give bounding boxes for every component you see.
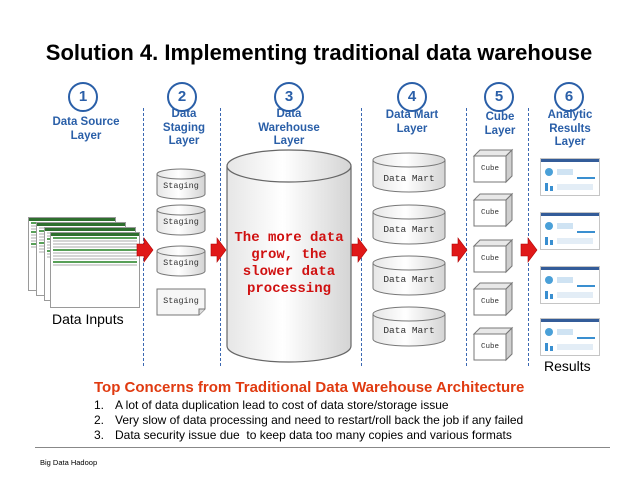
- staging-cylinder: [156, 245, 206, 277]
- layer-number-1: 1: [68, 82, 98, 112]
- footer-divider: [35, 447, 610, 448]
- staging-cylinder: [156, 168, 206, 200]
- layer-number-6: 6: [554, 82, 584, 112]
- layer-label-1: Data Source Layer: [52, 116, 120, 142]
- concern-number-2: 2.: [94, 413, 105, 427]
- cube-shape: [472, 281, 514, 317]
- cube-shape: [472, 148, 514, 184]
- flow-arrow: [210, 237, 227, 263]
- layer-number-3: 3: [274, 82, 304, 112]
- layer-label-6: Analytic Results Layer: [547, 109, 593, 148]
- page-title: Solution 4. Implementing traditional dat…: [45, 40, 593, 65]
- result-dashboard-thumbnail: [540, 158, 600, 196]
- layer-divider: [361, 108, 362, 366]
- layer-label-3: Data Warehouse Layer: [258, 108, 320, 147]
- results-label: Results: [544, 358, 591, 374]
- layer-divider: [143, 108, 144, 366]
- cube-shape: [472, 192, 514, 228]
- layer-label-5: Cube Layer: [484, 111, 516, 137]
- footer-text: Big Data Hadoop: [40, 458, 98, 467]
- cube-shape: [472, 326, 514, 362]
- concern-text-2: Very slow of data processing and need to…: [115, 413, 524, 427]
- warehouse-warning-text: The more data grow, the slower data proc…: [234, 230, 344, 297]
- concern-text-3: Data security issue due to keep data too…: [115, 428, 512, 442]
- cube-shape: [472, 238, 514, 274]
- flow-arrow: [136, 237, 154, 263]
- concern-number-1: 1.: [94, 398, 105, 412]
- staging-cylinder: [156, 204, 206, 236]
- flow-arrow: [451, 237, 468, 263]
- layer-number-2: 2: [167, 82, 197, 112]
- layer-divider: [466, 108, 467, 366]
- result-dashboard-thumbnail: [540, 318, 600, 356]
- layer-divider: [220, 108, 221, 366]
- data-mart-cylinder: [372, 306, 446, 347]
- result-dashboard-thumbnail: [540, 212, 600, 250]
- data-mart-cylinder: [372, 152, 446, 193]
- layer-divider: [528, 108, 529, 366]
- data-source-spreadsheets: [28, 217, 140, 308]
- layer-number-5: 5: [484, 82, 514, 112]
- flow-arrow: [520, 237, 538, 263]
- data-mart-cylinder: [372, 204, 446, 245]
- layer-label-4: Data Mart Layer: [385, 109, 439, 135]
- layer-number-4: 4: [397, 82, 427, 112]
- data-mart-cylinder: [372, 255, 446, 296]
- result-dashboard-thumbnail: [540, 266, 600, 304]
- layer-label-2: Data Staging Layer: [162, 108, 206, 147]
- concern-number-3: 3.: [94, 428, 105, 442]
- flow-arrow: [351, 237, 368, 263]
- warehouse-cylinder: [226, 149, 352, 363]
- data-inputs-label: Data Inputs: [52, 311, 124, 327]
- concern-text-1: A lot of data duplication lead to cost o…: [115, 398, 449, 412]
- staging-document: [156, 288, 206, 316]
- concerns-title: Top Concerns from Traditional Data Wareh…: [94, 379, 525, 396]
